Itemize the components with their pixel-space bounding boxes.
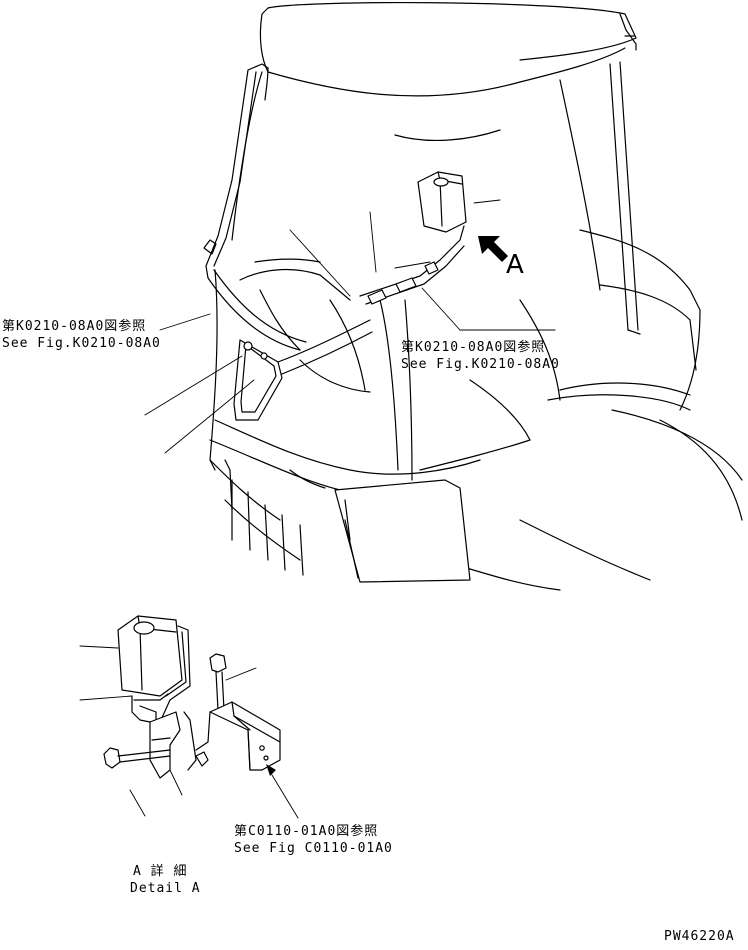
right-reference-label-jp: 第K0210-08A0図参照 <box>401 340 546 355</box>
detail-caption-en: Detail A <box>130 881 201 896</box>
right-reference-label-en: See Fig.K0210-08A0 <box>401 357 560 372</box>
bracket-reference-label-jp: 第C0110-01A0図参照 <box>234 824 379 839</box>
washer-pipe <box>203 63 307 351</box>
washer-tank-main <box>417 171 467 233</box>
detail-a-drawing <box>79 615 299 819</box>
cab-body <box>209 1 743 591</box>
bracket-reference-label-en: See Fig C0110-01A0 <box>234 841 393 856</box>
drawing-number: PW46220A <box>664 929 735 944</box>
leader-lines <box>144 199 556 454</box>
view-arrow-a <box>478 236 508 262</box>
left-reference-label-en: See Fig.K0210-08A0 <box>2 336 161 351</box>
wiper-arm <box>233 319 373 421</box>
washer-hose <box>359 225 465 305</box>
left-reference-label-jp: 第K0210-08A0図参照 <box>2 319 147 334</box>
detail-caption-jp: A 詳 細 <box>133 864 188 879</box>
view-marker-label: A <box>506 250 524 280</box>
